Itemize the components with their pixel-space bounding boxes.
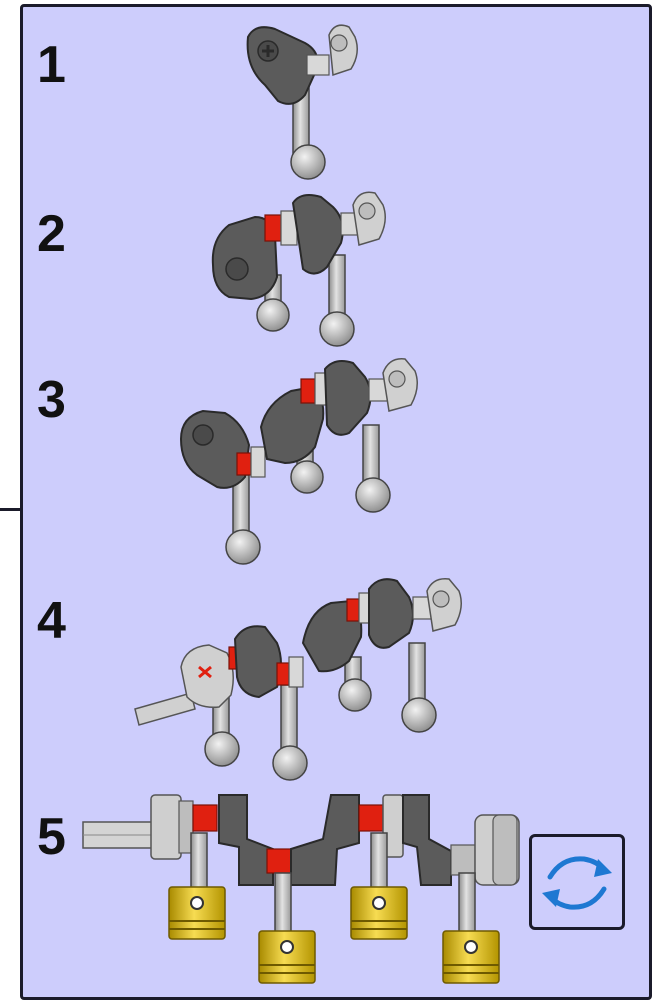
step-5-engine-assembly [82, 794, 520, 984]
step-number: 1 [37, 36, 66, 94]
piston [168, 886, 500, 984]
connecting-rod [204, 642, 437, 781]
leader-line [0, 508, 22, 511]
rotate-view-button[interactable] [529, 834, 625, 930]
connecting-rod [190, 832, 476, 934]
axle [134, 692, 196, 726]
crankshaft [150, 794, 520, 886]
step-number: 3 [37, 371, 66, 429]
step-number: 4 [37, 592, 66, 650]
step-3-crank-assembly [179, 358, 418, 565]
step-2-crank-assembly [211, 191, 386, 347]
crank-arm [180, 578, 462, 709]
crank-arm [211, 191, 386, 301]
axle [82, 821, 160, 849]
instruction-panel: 1 2 [20, 4, 652, 1000]
crank-arm [179, 358, 418, 489]
step-1-crank-assembly [246, 24, 358, 180]
rotate-arrows-icon [542, 856, 612, 910]
step-4-crank-assembly [134, 578, 462, 781]
step-number: 2 [37, 205, 66, 263]
step-number: 5 [37, 808, 66, 866]
crank-arm [246, 24, 358, 105]
